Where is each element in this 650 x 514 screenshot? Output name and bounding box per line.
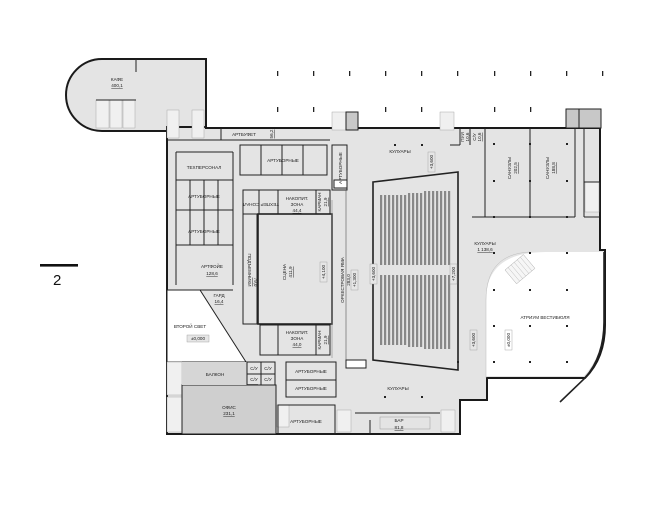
wc-top-label: С/У xyxy=(472,133,477,141)
orchestra-pit-level: +1,300 xyxy=(352,272,357,287)
hall-level-left: +3,600 xyxy=(371,266,376,281)
storage-top-area: 44,4 xyxy=(293,208,302,213)
dressing-rooms-label-2: АРТУБОРНЫЕ xyxy=(188,229,220,234)
dressing-rooms-vertical-label: АРТУБОРНЫЕ xyxy=(338,152,343,184)
wc-label-3: С/У xyxy=(250,377,258,382)
columns xyxy=(384,143,568,398)
office-area: 231,1 xyxy=(223,411,235,416)
sanitary-1-label: САНУЗЛЫ xyxy=(507,157,512,179)
storage-top-label: НАКОПИТ. xyxy=(286,196,309,201)
sanitary-2-label: САНУЗЛЫ xyxy=(545,157,550,179)
lobby-right-label: КУЛУАРЫ xyxy=(474,241,495,246)
atrium-label: АТРИУМ ВЕСТИБЮЛЯ xyxy=(520,315,569,320)
backstage-walls xyxy=(167,128,367,369)
orchestra-pit-area: 283,0 xyxy=(346,274,351,286)
dressing-rooms-b3-label: АРТУБОРНЫЕ xyxy=(290,419,322,424)
art-foyer-area: 128,6 xyxy=(206,271,218,276)
floor-number: 2 xyxy=(53,272,61,289)
dressing-rooms-label-3: АРТУБОРНЫЕ xyxy=(267,158,299,163)
wardrobe-area: 16,4 xyxy=(215,299,224,304)
auditorium-seats xyxy=(380,191,451,349)
cafe: КАФЕ 400,1 xyxy=(65,58,207,132)
cafe-label: КАФЕ xyxy=(111,77,123,82)
dressing-rooms-label-1: АРТУБОРНЫЕ xyxy=(188,194,220,199)
lobby-bottom-label: КУЛУАРЫ xyxy=(387,386,408,391)
pocket-top-label: КАРМАН xyxy=(317,193,322,212)
wc-top-area: 10,6 xyxy=(477,132,482,141)
wc-label-4: С/У xyxy=(264,377,272,382)
orchestra-pit-label: ОРКЕСТРОВАЯ ЯМА xyxy=(340,256,345,303)
stage-area: 411,9 xyxy=(288,266,293,278)
right-block-walls xyxy=(450,128,600,218)
pui-area: 10,6 xyxy=(465,132,470,141)
lobby-top-level: +3,600 xyxy=(429,154,434,169)
storage-bottom-area: 44,0 xyxy=(293,342,302,347)
lobby-right-level: +3,600 xyxy=(471,332,476,347)
pocket-bottom-label: КАРМАН xyxy=(317,331,322,350)
lobby-top-label: КУЛУАРЫ xyxy=(389,149,410,154)
atrium-level: ±0,000 xyxy=(506,333,511,347)
floor-marker-bar xyxy=(40,264,78,267)
room-labels: АРТБУФЕТ 56,2 ТЕХПЕРСОНАЛ АРТУБОРНЫЕ АРТ… xyxy=(174,129,570,430)
pocket-bottom-area: 21,9 xyxy=(323,335,328,344)
dressing-rooms-b1-label: АРТУБОРНЫЕ xyxy=(295,369,327,374)
grips-area: 79,0 xyxy=(253,278,258,287)
bar-label: БАР xyxy=(394,418,403,423)
stair-cores xyxy=(166,108,602,433)
wardrobe-label: ГАРД xyxy=(213,293,225,298)
storage-bottom-label2: ЗОНА xyxy=(291,336,305,341)
cafe-area: 400,1 xyxy=(111,83,123,88)
floor-marker: 2 xyxy=(40,264,78,289)
lobby-right-area: 1 138,6 xyxy=(477,247,493,252)
wc-label-2: С/У xyxy=(264,366,272,371)
storage-bottom-label: НАКОПИТ. xyxy=(286,330,309,335)
artbuffet-label: АРТБУФЕТ xyxy=(232,132,256,137)
column-grid-marks xyxy=(277,71,604,112)
sanitary-1-area: 202,5 xyxy=(513,162,518,174)
wc-label-1: С/У xyxy=(250,366,258,371)
pocket-top-area: 21,9 xyxy=(323,197,328,206)
stage-level: +4,100 xyxy=(321,264,326,279)
pui-label: ПУИ xyxy=(460,132,465,142)
second-light-level: ±0,000 xyxy=(191,336,205,341)
grips-label: ПОДЪЕМНИКИ xyxy=(247,253,252,286)
bottom-walls xyxy=(181,361,440,435)
tech-sound-label: ТЕХПЕР СОНАЛ xyxy=(243,202,279,207)
sanitary-2-area: 188,8 xyxy=(551,162,556,174)
artbuffet-area: 56,2 xyxy=(269,129,274,138)
storage-top-label2: ЗОНА xyxy=(291,202,305,207)
second-light-label: ВТОРОЙ СВЕТ xyxy=(174,322,206,329)
dressing-rooms-b2-label: АРТУБОРНЫЕ xyxy=(295,386,327,391)
auditorium xyxy=(372,171,459,371)
art-foyer-label: АРТФОЙЕ xyxy=(201,262,223,269)
office-label: ОФИС xyxy=(222,405,236,410)
bar-area: 81,8 xyxy=(395,425,404,430)
tech-personnel-label: ТЕХПЕРСОНАЛ xyxy=(187,165,222,170)
hall-level-right: +7,200 xyxy=(451,266,456,281)
balcony-label: БАЛКОН xyxy=(206,372,225,377)
stage-label: СЦЕНА xyxy=(282,263,287,280)
